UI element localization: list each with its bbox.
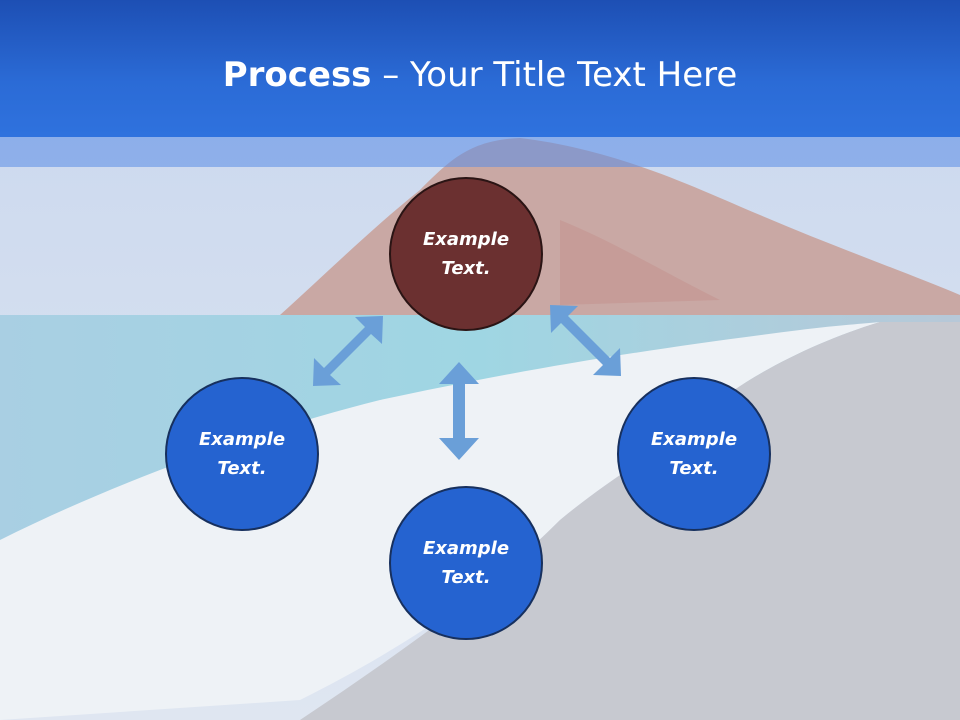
slide-title: Process – Your Title Text Here bbox=[0, 52, 960, 98]
process-node-left[interactable]: Example Text. bbox=[165, 377, 319, 531]
process-node-right[interactable]: Example Text. bbox=[617, 377, 771, 531]
process-node-top[interactable]: Example Text. bbox=[389, 177, 543, 331]
node-top-label: Example Text. bbox=[422, 229, 510, 279]
title-bold: Process bbox=[222, 55, 372, 95]
title-rest: – Your Title Text Here bbox=[371, 55, 738, 95]
node-right-label: Example Text. bbox=[650, 429, 738, 479]
title-bar bbox=[0, 0, 960, 137]
node-left-label: Example Text. bbox=[198, 429, 286, 479]
node-bottom-label: Example Text. bbox=[422, 538, 510, 588]
process-node-bottom[interactable]: Example Text. bbox=[389, 486, 543, 640]
title-stripe bbox=[0, 137, 960, 167]
